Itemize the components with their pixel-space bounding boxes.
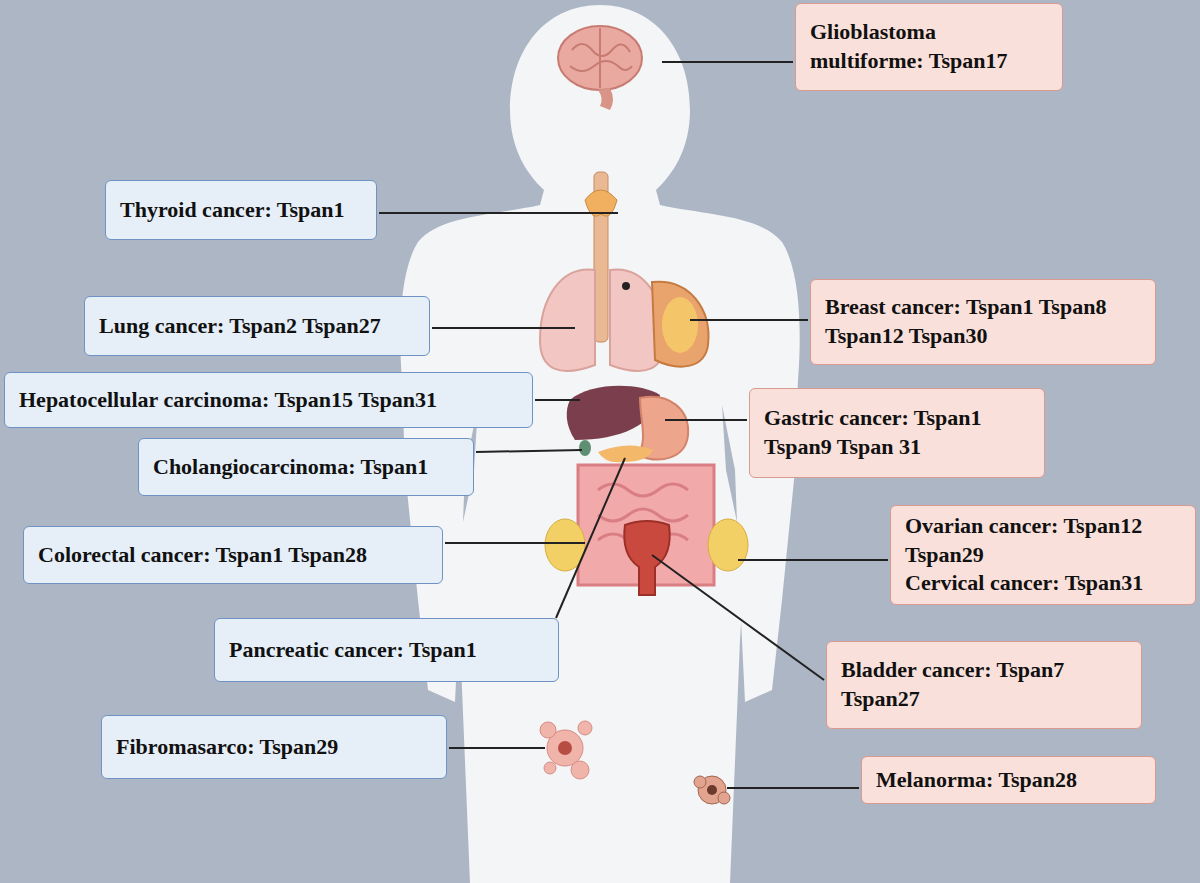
cancer-label-box: Cholangiocarcinoma: Tspan1 bbox=[138, 438, 474, 496]
cancer-label-box: Pancreatic cancer: Tspan1 bbox=[214, 618, 559, 682]
cancer-label-box: Lung cancer: Tspan2 Tspan27 bbox=[84, 296, 430, 356]
cancer-tspan-label: Hepatocellular carcinoma: Tspan15 Tspan3… bbox=[19, 386, 518, 415]
cancer-label-box: Thyroid cancer: Tspan1 bbox=[105, 180, 377, 240]
cancer-label-box: Glioblastoma multiforme: Tspan17 bbox=[795, 3, 1063, 91]
cancer-tspan-label: Pancreatic cancer: Tspan1 bbox=[229, 636, 544, 665]
cancer-tspan-label: Cholangiocarcinoma: Tspan1 bbox=[153, 453, 459, 482]
cancer-tspan-label: Melanorma: Tspan28 bbox=[876, 766, 1141, 795]
cancer-label-box: Hepatocellular carcinoma: Tspan15 Tspan3… bbox=[4, 372, 533, 428]
cancer-tspan-label: Gastric cancer: Tspan1 Tspan9 Tspan 31 bbox=[764, 404, 1030, 461]
cancer-tspan-label: Ovarian cancer: Tspan12 Tspan29 bbox=[905, 512, 1181, 569]
cancer-label-box: Melanorma: Tspan28 bbox=[861, 756, 1156, 804]
cancer-tspan-label: Lung cancer: Tspan2 Tspan27 bbox=[99, 312, 415, 341]
cancer-label-box: Bladder cancer: Tspan7 Tspan27 bbox=[826, 641, 1142, 729]
cancer-label-box: Ovarian cancer: Tspan12 Tspan29Cervical … bbox=[890, 505, 1196, 605]
cancer-tspan-label: Colorectal cancer: Tspan1 Tspan28 bbox=[38, 541, 428, 570]
cancer-tspan-label: Glioblastoma multiforme: Tspan17 bbox=[810, 18, 1048, 75]
cancer-label-box: Gastric cancer: Tspan1 Tspan9 Tspan 31 bbox=[749, 388, 1045, 478]
cancer-label-box: Colorectal cancer: Tspan1 Tspan28 bbox=[23, 526, 443, 584]
cancer-tspan-label: Breast cancer: Tspan1 Tspan8 Tspan12 Tsp… bbox=[825, 293, 1141, 350]
cancer-label-box: Fibromasarco: Tspan29 bbox=[101, 715, 447, 779]
cancer-tspan-label: Fibromasarco: Tspan29 bbox=[116, 733, 432, 762]
cancer-tspan-label: Thyroid cancer: Tspan1 bbox=[120, 196, 362, 225]
cancer-tspan-label: Bladder cancer: Tspan7 Tspan27 bbox=[841, 656, 1127, 713]
cancer-tspan-label: Cervical cancer: Tspan31 bbox=[905, 569, 1181, 598]
cancer-label-box: Breast cancer: Tspan1 Tspan8 Tspan12 Tsp… bbox=[810, 279, 1156, 365]
